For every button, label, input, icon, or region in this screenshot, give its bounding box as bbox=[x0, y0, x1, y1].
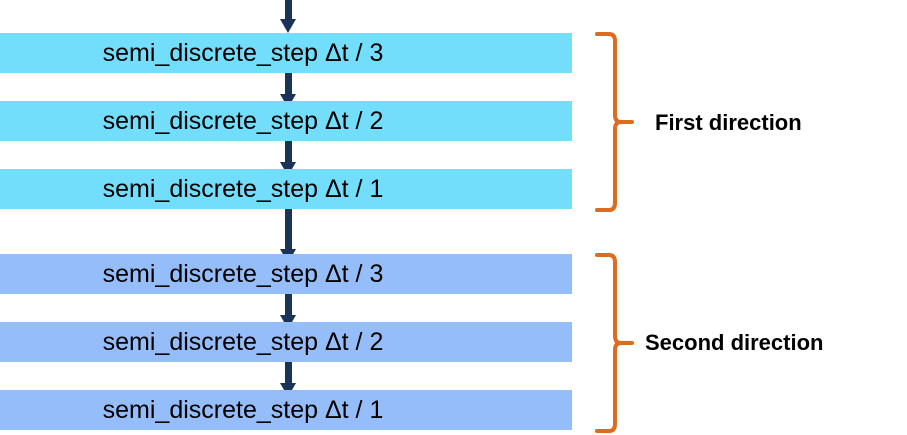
arrow-head bbox=[280, 19, 296, 33]
arrow-entry bbox=[280, 0, 296, 33]
curly-brace-icon bbox=[595, 253, 634, 433]
curly-brace-icon bbox=[595, 32, 634, 212]
step-bar-label: semi_discrete_step Δt / 2 bbox=[102, 327, 384, 356]
group-label-second-direction: Second direction bbox=[645, 330, 824, 355]
step-bar-second-2[interactable]: semi_discrete_step Δt / 2 bbox=[0, 322, 572, 362]
step-bar-label: semi_discrete_step Δt / 1 bbox=[102, 395, 384, 424]
brace-second-direction bbox=[592, 252, 638, 434]
step-bar-first-3[interactable]: semi_discrete_step Δt / 1 bbox=[0, 169, 572, 209]
arrow-shaft bbox=[285, 141, 292, 163]
arrow-shaft bbox=[285, 294, 292, 316]
step-bar-first-2[interactable]: semi_discrete_step Δt / 2 bbox=[0, 101, 572, 141]
arrow-shaft bbox=[285, 0, 292, 20]
brace-first-direction bbox=[592, 31, 638, 213]
step-bar-second-3[interactable]: semi_discrete_step Δt / 1 bbox=[0, 390, 572, 430]
group-label-first-direction: First direction bbox=[655, 110, 802, 135]
arrow-shaft bbox=[285, 73, 292, 95]
step-bar-label: semi_discrete_step Δt / 3 bbox=[102, 38, 384, 67]
step-bar-second-1[interactable]: semi_discrete_step Δt / 3 bbox=[0, 254, 572, 294]
step-bar-first-1[interactable]: semi_discrete_step Δt / 3 bbox=[0, 33, 572, 73]
arrow-shaft bbox=[285, 362, 292, 384]
step-bar-label: semi_discrete_step Δt / 2 bbox=[102, 106, 384, 135]
step-bar-label: semi_discrete_step Δt / 3 bbox=[102, 259, 384, 288]
arrow-shaft bbox=[285, 209, 292, 250]
step-bar-label: semi_discrete_step Δt / 1 bbox=[102, 174, 384, 203]
